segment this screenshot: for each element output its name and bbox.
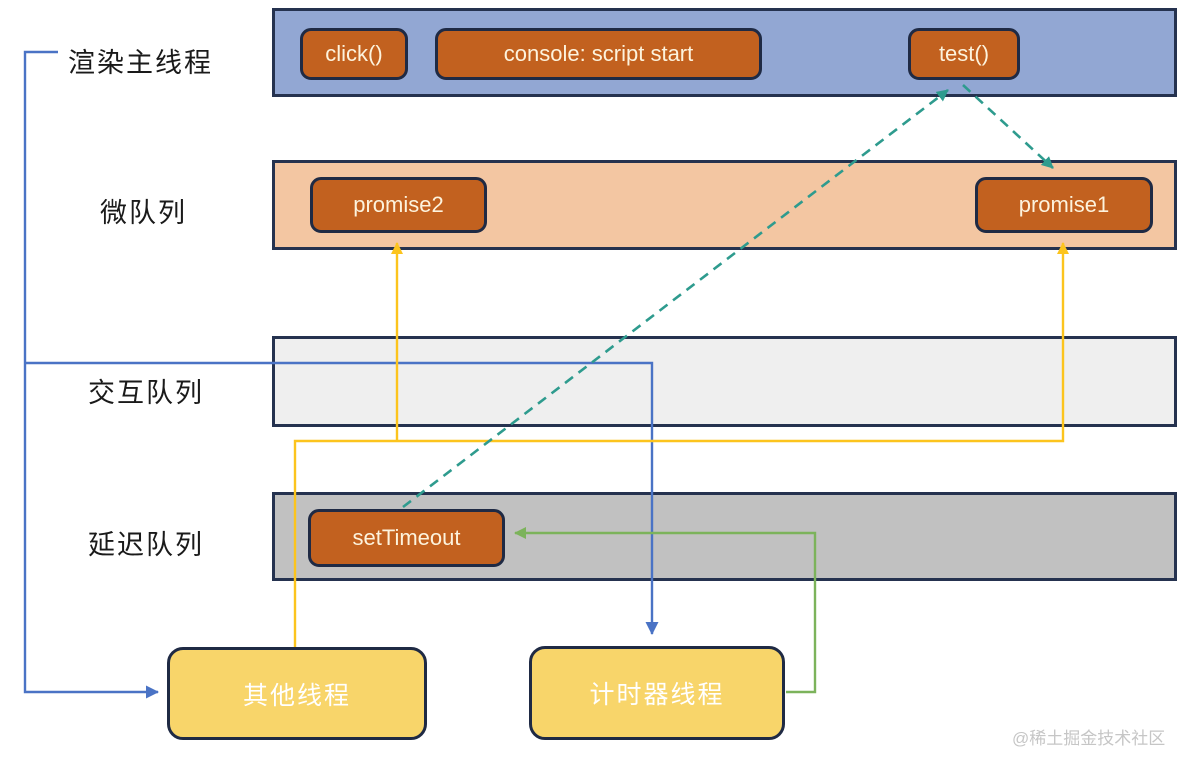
label-render-main-thread: 渲染主线程	[68, 48, 213, 78]
task-promise2: promise2	[310, 177, 487, 233]
task-console-script-start: console: script start	[435, 28, 762, 80]
box-other-thread: 其他线程	[167, 647, 427, 740]
box-timer-thread: 计时器线程	[529, 646, 785, 740]
lane-interaction-queue	[272, 336, 1177, 427]
task-test: test()	[908, 28, 1020, 80]
label-delay-queue: 延迟队列	[88, 530, 204, 560]
arrow-main-thread-to-other-thread	[23, 50, 159, 699]
task-promise1: promise1	[975, 177, 1153, 233]
arrow-timer-thread-to-settimeout	[514, 527, 817, 694]
watermark: @稀土掘金技术社区	[1012, 729, 1166, 748]
arrow-other-thread-to-promise1	[293, 242, 1069, 648]
arrow-interaction-to-timer-thread	[25, 361, 659, 635]
arrow-settimeout-to-test	[402, 88, 949, 509]
label-micro-queue: 微队列	[100, 198, 187, 228]
task-click: click()	[300, 28, 408, 80]
arrow-test-to-promise1	[962, 84, 1054, 169]
task-settimeout: setTimeout	[308, 509, 505, 567]
label-interaction-queue: 交互队列	[88, 378, 204, 408]
lane-render-main-thread	[272, 8, 1177, 97]
